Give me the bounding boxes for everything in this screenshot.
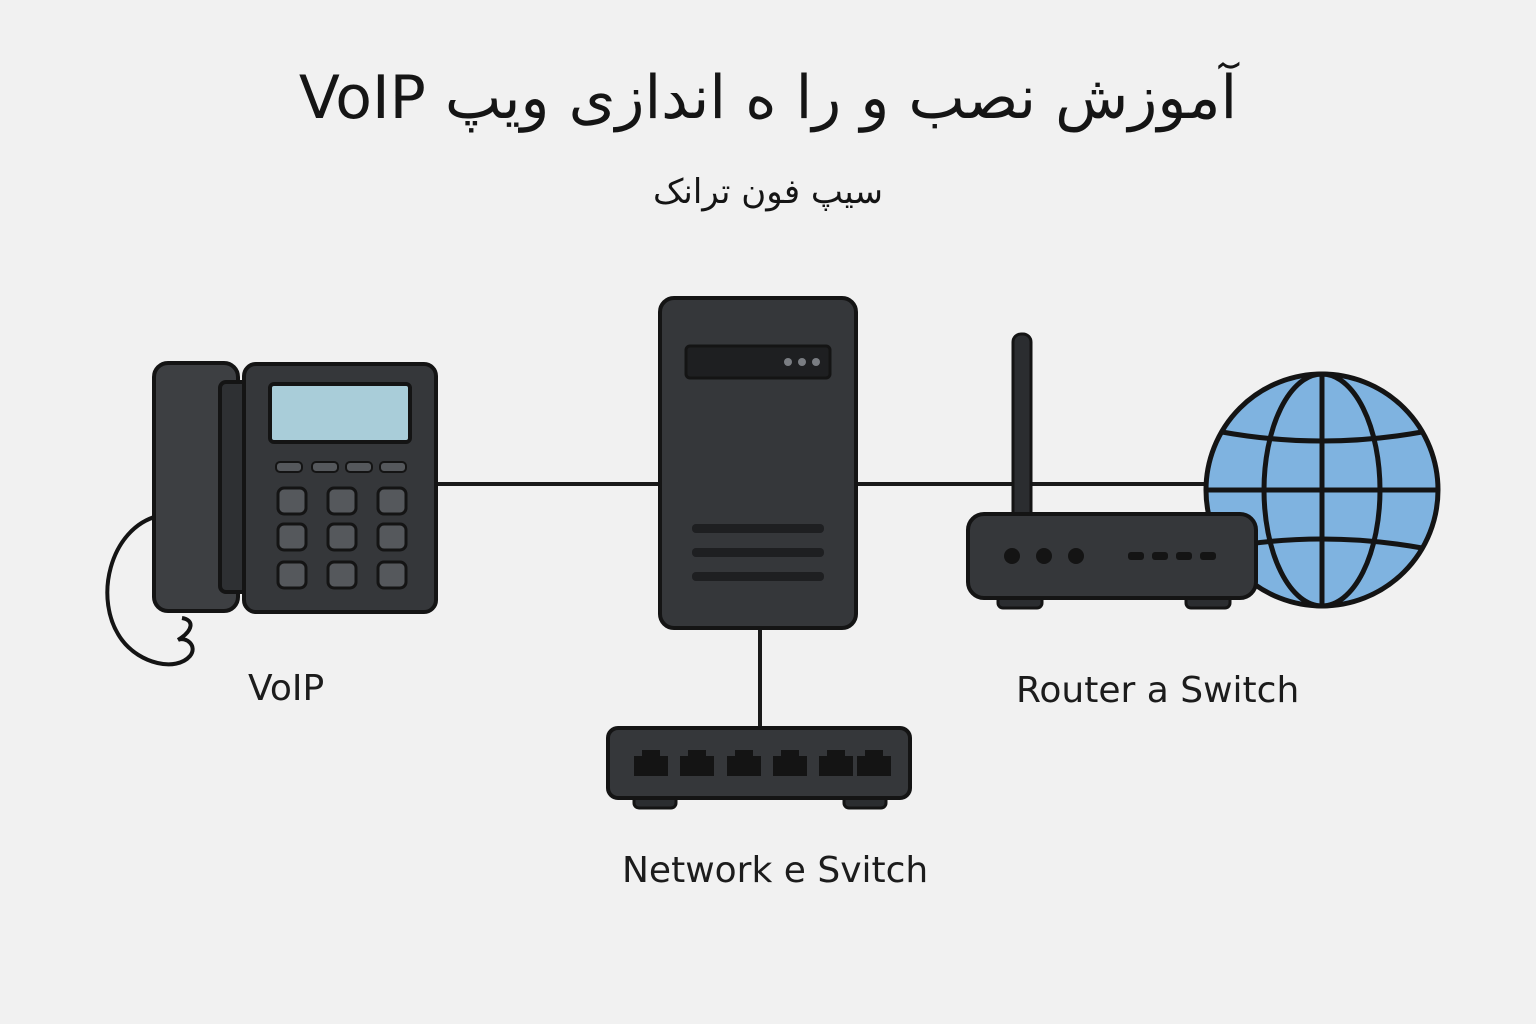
page-title: آموزش نصب و را ه اندازی ویپ VoIP <box>298 63 1238 133</box>
network-switch-icon <box>606 726 912 810</box>
router-status-lights <box>1004 548 1216 564</box>
router-label: Router a Switch <box>1016 670 1300 711</box>
server-bay <box>684 344 832 380</box>
wifi-router-icon <box>966 332 1258 610</box>
connection-lines <box>436 482 1212 728</box>
phone-keypad <box>276 486 408 590</box>
switch-label: Network e Svitch <box>622 850 929 891</box>
server-vents <box>692 524 824 581</box>
router-body <box>966 512 1258 600</box>
phone-function-keys <box>275 461 407 473</box>
router-antenna <box>1011 332 1033 526</box>
page-subtitle: سیپ فون ترانک <box>652 172 884 212</box>
server-body <box>658 296 858 630</box>
phone-screen <box>268 382 412 444</box>
phone-cord <box>105 514 195 667</box>
switch-ports <box>634 750 891 776</box>
voip-desk-phone-icon <box>105 361 438 667</box>
server-tower-icon <box>658 296 858 630</box>
phone-label: VoIP <box>248 668 325 709</box>
